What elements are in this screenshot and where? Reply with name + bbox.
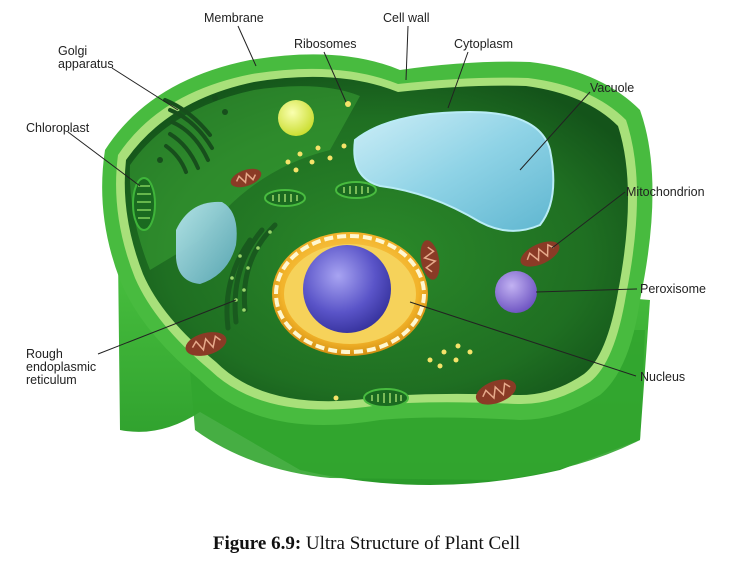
vacuole: [353, 110, 555, 232]
chloroplast-bodies: [264, 181, 409, 408]
label-leader-lines: [67, 25, 638, 377]
peroxisome: [495, 271, 537, 313]
label-vacuole: Vacuole: [590, 81, 635, 95]
golgi-vesicles: [157, 95, 228, 163]
vesicle-sphere: [278, 100, 314, 136]
figure-caption: Figure 6.9: Ultra Structure of Plant Cel…: [0, 533, 733, 555]
label-peroxisome: Peroxisome: [640, 282, 706, 296]
label-rough-er: Rough endoplasmic reticulum: [26, 347, 97, 387]
caption-text: Ultra Structure of Plant Cell: [301, 533, 521, 554]
vacuole-small: [176, 201, 237, 284]
label-nucleus: Nucleus: [640, 370, 686, 384]
ribosomes: [285, 101, 473, 401]
caption-prefix: Figure 6.9:: [212, 533, 302, 554]
nucleus: [272, 232, 428, 356]
mitochondria: [185, 168, 560, 405]
label-cytoplasm: Cytoplasm: [454, 37, 514, 51]
label-cell-wall: Cell wall: [383, 11, 430, 25]
chloroplast: [132, 177, 156, 231]
label-golgi-apparatus: Golgi apparatus: [58, 44, 114, 71]
golgi-apparatus: [163, 98, 214, 174]
er-ribosomes: [230, 230, 272, 312]
label-chloroplast: Chloroplast: [26, 121, 90, 135]
label-ribosomes: Ribosomes: [294, 37, 357, 51]
label-membrane: Membrane: [204, 11, 264, 25]
label-mitochondrion: Mitochondrion: [626, 185, 705, 199]
